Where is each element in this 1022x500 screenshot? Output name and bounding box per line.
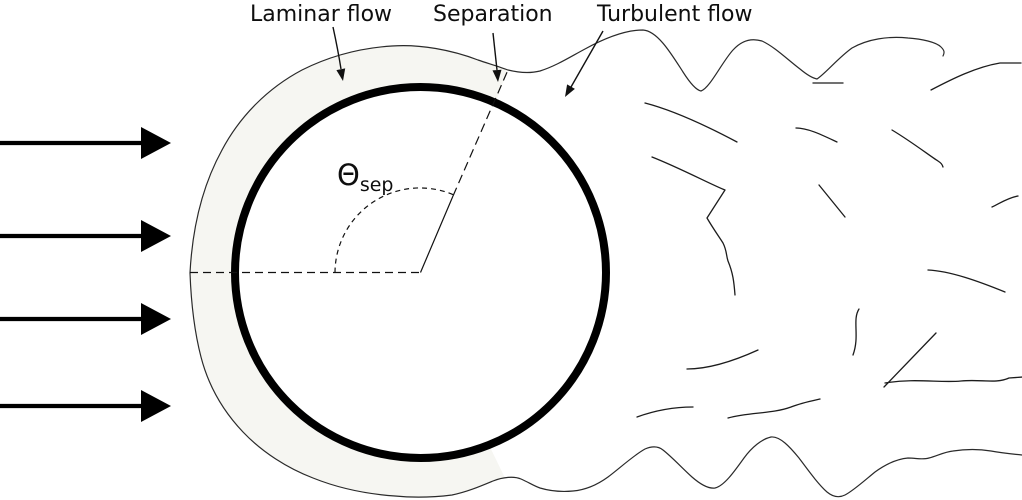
laminar-flow-pointer-arrow — [332, 26, 346, 81]
turbulence-squiggle — [930, 62, 1022, 91]
laminar-flow-label: Laminar flow — [250, 2, 392, 27]
arrowhead-icon — [336, 68, 346, 81]
theta-sep-label: Θsep — [337, 158, 393, 196]
flow-arrow — [0, 220, 171, 252]
label-pointers — [332, 26, 604, 97]
separation-pointer-arrow — [492, 32, 502, 82]
arrowhead-icon — [565, 84, 575, 97]
boundary-and-wake-top-line — [189, 29, 945, 274]
flow-arrow — [0, 303, 171, 335]
turbulence-squiggle — [686, 349, 759, 370]
separation-label: Separation — [433, 2, 553, 27]
turbulence-squiggle — [883, 332, 937, 388]
arrowhead-icon — [492, 69, 502, 82]
flow-arrow — [0, 390, 171, 422]
flow-arrowhead-icon — [141, 390, 171, 422]
separation-radius-dashed-extension — [452, 69, 509, 197]
turbulence-squiggle — [884, 376, 1022, 384]
boundary-and-wake-bottom-line — [189, 272, 1022, 498]
turbulence-squiggles — [636, 62, 1022, 419]
flow-arrowhead-icon — [141, 220, 171, 252]
turbulence-squiggle — [644, 102, 738, 143]
turbulence-squiggle — [852, 308, 860, 356]
turbulence-squiggle — [727, 398, 821, 419]
turbulence-squiggle — [891, 129, 944, 168]
flow-arrowhead-icon — [141, 303, 171, 335]
flow-arrow — [0, 127, 171, 159]
theta-subscript: sep — [360, 174, 394, 196]
separation-angle-arc — [334, 187, 455, 273]
incoming-flow-arrows — [0, 127, 171, 422]
turbulence-squiggle — [991, 195, 1019, 208]
separation-radius-line — [419, 195, 454, 273]
turbulent-flow-pointer-arrow — [565, 30, 604, 97]
turbulence-squiggle — [818, 184, 846, 218]
flow-arrowhead-icon — [141, 127, 171, 159]
turbulence-squiggle — [927, 269, 1006, 293]
turbulent-flow-label: Turbulent flow — [596, 2, 753, 27]
theta-symbol: Θ — [337, 158, 360, 192]
turbulence-squiggle — [795, 127, 838, 143]
turbulence-squiggle — [651, 156, 736, 296]
turbulence-squiggle — [636, 406, 694, 418]
